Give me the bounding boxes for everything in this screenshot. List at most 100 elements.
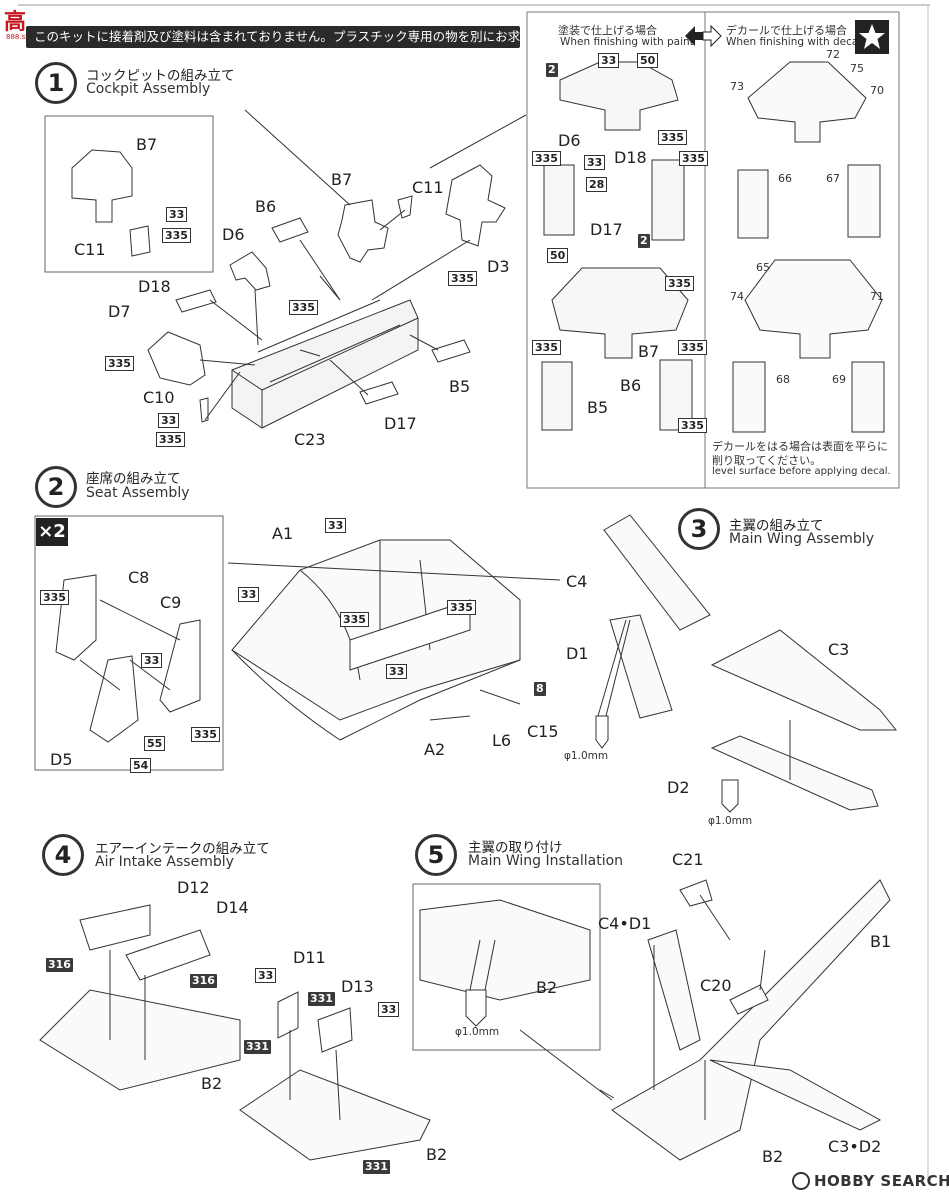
- color-callout: 335: [105, 356, 134, 371]
- part-label: A2: [424, 740, 446, 759]
- color-callout: 335: [289, 300, 318, 315]
- part-label: B6: [255, 197, 277, 216]
- part-label: D14: [216, 898, 249, 917]
- paint-part-label: D17: [590, 220, 623, 239]
- decal-number: 66: [778, 172, 792, 185]
- step-number: 3: [678, 508, 720, 550]
- part-label: C20: [700, 976, 732, 995]
- paint-part-label: D18: [614, 148, 647, 167]
- paint-label: 28: [586, 177, 608, 192]
- paint-label: 33: [598, 53, 620, 68]
- color-callout: 331: [363, 1160, 390, 1174]
- part-label: B5: [449, 377, 471, 396]
- part-label: A1: [272, 524, 294, 543]
- decal-number: 73: [730, 80, 744, 93]
- paint-part-label: B7: [638, 342, 660, 361]
- paint-part-label: D6: [558, 131, 581, 150]
- part-label: L6: [492, 731, 512, 750]
- part-label: B2: [536, 978, 558, 997]
- part-label: B2: [762, 1147, 784, 1166]
- part-label: B7: [136, 135, 158, 154]
- decal-note-en: level surface before applying decal.: [712, 466, 891, 477]
- part-label: C11: [412, 178, 444, 197]
- paint-label: 2: [546, 63, 558, 77]
- drill-size-note: φ1.0mm: [455, 1026, 500, 1038]
- part-label: D11: [293, 948, 326, 967]
- decal-number: 65: [756, 261, 770, 274]
- color-callout: 331: [308, 992, 335, 1006]
- step-title-jp: コックピットの組み立て: [86, 68, 235, 84]
- decal-number: 75: [850, 62, 864, 75]
- part-label: C15: [527, 722, 559, 741]
- part-label: D12: [177, 878, 210, 897]
- paint-label: 335: [665, 276, 694, 291]
- part-label: C8: [128, 568, 150, 587]
- hobby-search-watermark: HOBBY SEARCH: [814, 1172, 949, 1190]
- color-callout: 33: [238, 587, 260, 602]
- part-label: C3•D2: [828, 1137, 882, 1156]
- color-callout: 335: [447, 600, 476, 615]
- part-label: C23: [294, 430, 326, 449]
- step-number: 5: [415, 834, 457, 876]
- drill-size-note: φ1.0mm: [564, 750, 609, 762]
- paint-label: 335: [678, 418, 707, 433]
- part-label: D1: [566, 644, 589, 663]
- part-label: B7: [331, 170, 353, 189]
- paint-part-label: B6: [620, 376, 642, 395]
- part-label: B2: [426, 1145, 448, 1164]
- site-logo: 高: [4, 9, 28, 35]
- part-label: D13: [341, 977, 374, 996]
- part-label: C11: [74, 240, 106, 259]
- paint-label: 335: [658, 130, 687, 145]
- color-callout: 55: [144, 736, 166, 751]
- star-icon: [855, 20, 889, 54]
- color-callout: 316: [46, 958, 73, 972]
- paint-label: 2: [638, 234, 650, 248]
- paint-label: 335: [678, 340, 707, 355]
- paint-finish-title-jp: 塗装で仕上げる場合: [558, 24, 657, 37]
- color-callout: 33: [158, 413, 180, 428]
- step-title-jp: 座席の組み立て: [86, 471, 181, 487]
- paint-part-label: B5: [587, 398, 609, 417]
- paint-label: 50: [547, 248, 569, 263]
- step-title-en: Main Wing Assembly: [729, 531, 874, 547]
- color-callout: 33: [386, 664, 408, 679]
- part-label: D6: [222, 225, 245, 244]
- paint-label: 33: [584, 155, 606, 170]
- step-title-jp: エアーインテークの組み立て: [95, 841, 270, 857]
- paint-label: 335: [532, 340, 561, 355]
- color-callout: 335: [40, 590, 69, 605]
- paint-finish-title-en: When finishing with paint: [560, 36, 694, 48]
- decal-note-jp-1: デカールをはる場合は表面を平らに: [712, 440, 888, 453]
- paint-label: 335: [532, 151, 561, 166]
- part-label: B2: [201, 1074, 223, 1093]
- drill-size-note: φ1.0mm: [708, 815, 753, 827]
- decal-finish-title-jp: デカールで仕上げる場合: [726, 24, 847, 37]
- decal-number: 67: [826, 172, 840, 185]
- step-title-en: Seat Assembly: [86, 485, 190, 501]
- part-label: C4•D1: [598, 914, 652, 933]
- step-title-en: Cockpit Assembly: [86, 81, 211, 97]
- color-callout: 33: [166, 207, 188, 222]
- color-callout: 8: [534, 682, 546, 696]
- decal-number: 74: [730, 290, 744, 303]
- step-number: 2: [35, 466, 77, 508]
- part-label: C9: [160, 593, 182, 612]
- part-label: D17: [384, 414, 417, 433]
- color-callout: 335: [156, 432, 185, 447]
- color-callout: 335: [191, 727, 220, 742]
- step-number: 4: [42, 834, 84, 876]
- part-label: C3: [828, 640, 850, 659]
- step-title-jp: 主翼の取り付け: [468, 840, 563, 856]
- part-label: D3: [487, 257, 510, 276]
- part-label: C10: [143, 388, 175, 407]
- color-callout: 33: [325, 518, 347, 533]
- part-label: D18: [138, 277, 171, 296]
- part-label: C4: [566, 572, 588, 591]
- color-callout: 33: [141, 653, 163, 668]
- paint-label: 335: [679, 151, 708, 166]
- color-callout: 316: [190, 974, 217, 988]
- part-label: D5: [50, 750, 73, 769]
- part-label: D2: [667, 778, 690, 797]
- notice-banner: このキットに接着剤及び塗料は含まれておりません。プラスチック専用の物を別にお求め…: [26, 26, 520, 48]
